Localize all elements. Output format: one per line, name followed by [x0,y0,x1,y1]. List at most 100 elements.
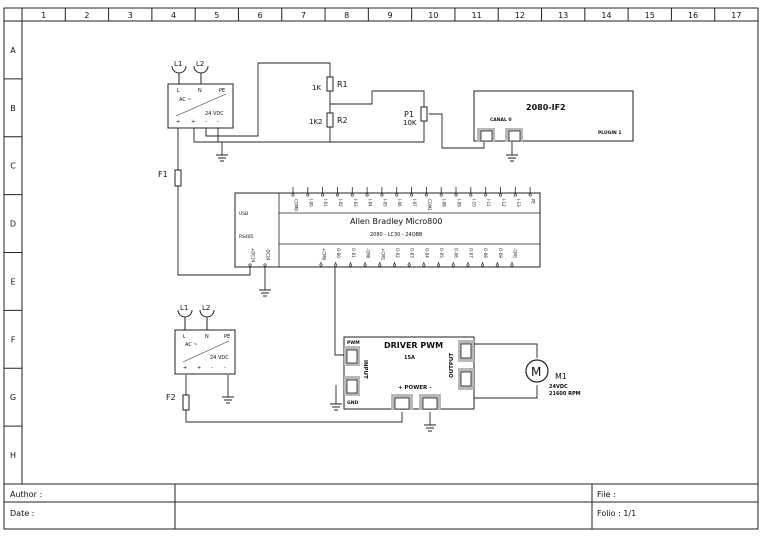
plc-input-pin [498,193,502,197]
plc-output-pin [407,263,411,267]
plc-input-pin [454,193,458,197]
row-label: F [11,335,16,344]
fuse-f1: F1 [158,169,182,187]
plc-output-pin [451,263,455,267]
plc-input-pin-label: I-03 [353,199,358,207]
column-dividers [64,8,716,21]
plc-output-pin [422,263,426,267]
r1-value: 1K [312,84,321,92]
driver-input-label: INPUT [362,360,368,379]
plc-input-pin [424,193,428,197]
psu2-ac-label: AC ~ [185,342,198,348]
drawing-frame [3,7,759,530]
column-label: 3 [128,11,133,20]
plc-output-pin [348,263,352,267]
plugin-channel: CANAL 0 [490,117,512,123]
motor-spec-speed: 21600 RPM [549,391,581,397]
column-label: 1 [41,11,46,20]
column-label: 16 [688,11,698,20]
plc-input-pin-label: I-12 [501,199,506,207]
psu1-terminal-pe: PE [219,88,225,94]
plc-power-pin-label: +DC24 [251,248,256,263]
plc-output-pin-label: -CM0 [366,248,371,259]
plc-input-pin [395,193,399,197]
plc-input-pin [365,193,369,197]
psu1-out-1: + [176,119,180,125]
psu2-out-2: + [197,365,201,371]
plc-input-pin [380,193,384,197]
plc-input-pin-label: COM1 [427,199,432,211]
plc-output-pin [481,263,485,267]
power-supply-1: L1 L2 L N PE AC ~ 24 VDC + + - - [167,60,234,129]
plc-output-pin [392,263,396,267]
psu2-terminal-l: L [183,334,186,340]
driver-power-label: + POWER - [398,385,432,391]
psu1-l1-tag: L1 [174,60,182,68]
r2-value: 1K2 [309,118,323,126]
plc-input-pin [335,193,339,197]
motor-spec-voltage: 24VDC [549,384,568,390]
column-label: 4 [171,11,176,20]
column-label: 12 [515,11,525,20]
plc-input-pin-label: I-09 [457,199,462,207]
plc-input-pin-label: I-13 [516,199,521,207]
psu2-l2-tag: L2 [202,304,210,312]
plc-input-pin-label: I-05 [382,199,387,207]
row-label: B [10,104,16,113]
psu2-out-1: + [183,365,187,371]
plc-input-pin-label: I-00 [308,199,313,207]
plc-input-pin-label: I-01 [323,199,328,207]
plc-input-pin [439,193,443,197]
p1-value: 10K [403,119,417,127]
plc-input-pin [350,193,354,197]
folio-label: Folio : 1/1 [597,509,636,518]
plc-output-pin-label: +CM1 [380,248,385,261]
plc-title: Allen Bradley Micro800 [350,217,442,226]
plc-output-pin-label: +CM0 [322,248,327,261]
resistor-r2: R2 1K2 [309,112,348,128]
date-label: Date : [10,509,34,518]
p1-label: P1 [404,110,414,119]
plugin-module: 2080-IF2 CANAL 0 PLUGIN 1 [473,90,634,142]
psu1-terminal-n: N [198,88,202,94]
plc-output-pin-label: O-08 [483,248,488,258]
column-label: 17 [731,11,741,20]
plc-input-pin-label: PE [531,199,536,204]
column-label: 13 [558,11,568,20]
file-label: File : [597,490,616,499]
column-label: 9 [387,11,392,20]
plc-output-pin-label: O-06 [454,248,459,258]
column-label: 8 [344,11,349,20]
plc-output-pin-label: O-07 [468,248,473,258]
plc-output-pin-label: O-05 [439,248,444,258]
psu2-terminal-pe: PE [224,334,230,340]
psu1-l2-tag: L2 [196,60,204,68]
plc-output-pin [378,263,382,267]
r1-label: R1 [337,80,348,89]
plc-port-rs485: RS485 [239,234,254,240]
plc-output-pin-label: O-02 [395,248,400,258]
psu1-out-4: - [217,119,219,125]
potentiometer-p1: P1 10K [403,106,428,127]
row-dividers [4,78,22,427]
driver-title: DRIVER PWM [384,341,443,350]
power-supply-2: L1 L2 L N PE AC ~ 24 VDC + + - - [174,304,236,375]
motor-symbol: M [531,365,541,379]
column-label: 2 [84,11,89,20]
plc-input-pin-label: I-02 [338,199,343,207]
plc-power-pin [263,263,267,267]
plc-output-pin [319,263,323,267]
plc-output-pin-label: O-01 [351,248,356,258]
psu2-l1-tag: L1 [180,304,188,312]
psu2-out-4: - [224,365,226,371]
plc-input-pin-label: COM0 [294,199,299,211]
pwm-driver: DRIVER PWM 15A INPUT OUTPUT + POWER - PW… [343,336,475,410]
driver-output-label: OUTPUT [449,353,455,378]
plc-output-pin [466,263,470,267]
fuse-f2: F2 [166,393,190,411]
plc-input-pin-label: I-07 [412,199,417,207]
psu1-body [167,83,234,129]
plc-input-pin-label: I-08 [442,199,447,207]
